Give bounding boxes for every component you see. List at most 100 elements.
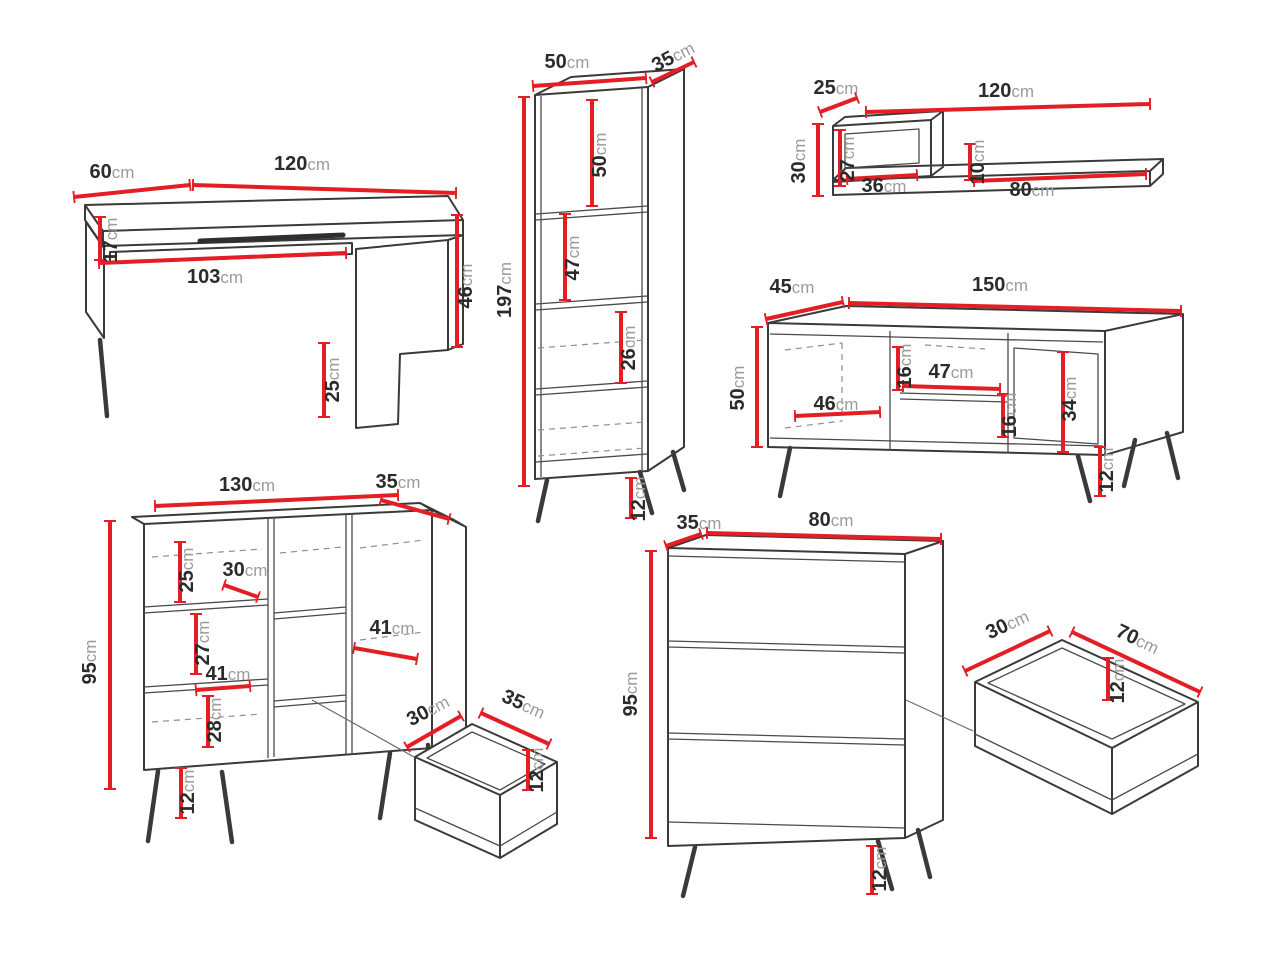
bookcase-hidden-edges xyxy=(537,339,646,457)
wall-height-label: 30cm xyxy=(788,139,810,184)
desk-leg-label: 25cm xyxy=(322,358,344,403)
tv-left-niche-label: 46cm xyxy=(814,393,859,415)
side-height-label: 95cm xyxy=(79,640,101,685)
desk-width-label: 120cm xyxy=(274,153,330,175)
bookcase-middle-label: 47cm xyxy=(562,236,584,281)
dim-line-tv-left-niche xyxy=(793,405,882,423)
dim-line-tv-niche-width xyxy=(901,379,1002,396)
wall-cube-inner-label: 27cm xyxy=(837,137,859,182)
dim-line-wall-cube-width xyxy=(845,168,919,186)
chest-depth-label: 35cm xyxy=(677,512,722,534)
tv-stand-dimensions: 45cm 150cm 50cm 16cm 47cm 46cm 16cm 34cm… xyxy=(727,274,1183,497)
tv-height-label: 50cm xyxy=(727,366,749,411)
wall-shelf-dimensions: 25cm 120cm 30cm 27cm 36cm 10cm 80cm xyxy=(788,77,1152,201)
tv-upper-gap-label: 16cm xyxy=(894,344,916,389)
dim-line-side-door-width xyxy=(221,579,261,603)
side-lower-label: 28cm xyxy=(204,698,226,743)
chest-drawer-height-label: 12cm xyxy=(1107,659,1129,704)
wall-cube-width-label: 36cm xyxy=(862,175,907,197)
sideboard: 130cm 35cm 95cm 25cm 30cm 27cm 41cm 41cm… xyxy=(79,471,558,859)
dim-line-chest-drawer-depth xyxy=(1068,626,1204,698)
side-upper-label: 25cm xyxy=(176,548,198,593)
desk-depth-label: 60cm xyxy=(90,161,135,183)
wall-shelf: 25cm 120cm 30cm 27cm 36cm 10cm 80cm xyxy=(788,77,1164,201)
chest-drawer-detail: 30cm 70cm 12cm xyxy=(961,605,1204,815)
sideboard-drawer-height-label: 12cm xyxy=(526,748,548,793)
bookcase-legs xyxy=(535,449,687,524)
tv-stand-body xyxy=(767,305,1184,456)
chest-width-label: 80cm xyxy=(809,509,854,531)
dim-line-side-width xyxy=(153,488,400,513)
dim-line-desk-depth xyxy=(72,178,192,204)
dim-line-tv-depth xyxy=(763,295,846,326)
dim-line-sideboard-drawer-depth xyxy=(477,707,553,750)
desk-leg xyxy=(97,337,110,419)
tv-lower-gap-label: 16cm xyxy=(999,393,1021,438)
wall-depth-label: 25cm xyxy=(814,77,859,99)
bookcase: 50cm 35cm 50cm 47cm 26cm 197cm 12cm xyxy=(494,38,698,524)
chest-drawer-fronts xyxy=(667,555,906,829)
dim-line-bookcase-width xyxy=(531,71,648,93)
chest-legs xyxy=(680,827,933,899)
chest-dimensions: 35cm 80cm 95cm 12cm xyxy=(620,509,943,895)
tv-depth-label: 45cm xyxy=(770,276,815,298)
chest: 35cm 80cm 95cm 12cm 30cm 70cm 12cm xyxy=(620,509,1204,899)
dim-line-side-niche-right xyxy=(351,641,420,666)
side-middle-label: 27cm xyxy=(192,621,214,666)
tv-leg-label: 12cm xyxy=(1096,448,1118,493)
bookcase-height-label: 197cm xyxy=(494,262,516,318)
dim-line-wall-depth xyxy=(816,92,861,118)
chest-drawer-width-label: 30cm xyxy=(982,605,1032,644)
dim-line-side-depth xyxy=(378,493,452,526)
desk-dimensions: 60cm 120cm 17cm 103cm 46cm 25cm xyxy=(72,153,477,418)
dim-line-chest-depth xyxy=(663,528,704,552)
sideboard-legs xyxy=(145,742,441,845)
sideboard-drawer-depth-label: 35cm xyxy=(498,685,548,723)
dim-line-bookcase-depth xyxy=(648,56,698,88)
sideboard-drawer-leader xyxy=(311,699,415,758)
bookcase-body xyxy=(534,68,685,480)
dim-line-chest-drawer-width xyxy=(961,625,1054,677)
sideboard-body xyxy=(131,502,467,771)
bookcase-leg-label: 12cm xyxy=(628,477,650,522)
side-door-width-label: 30cm xyxy=(223,559,268,581)
dim-line-tv-width xyxy=(847,296,1183,318)
bookcase-upper-label: 50cm xyxy=(589,133,611,178)
side-niche-left-label: 41cm xyxy=(206,663,251,685)
desk-body xyxy=(84,195,464,429)
chest-drawer-leader xyxy=(905,699,974,732)
dim-line-sideboard-drawer-width xyxy=(403,710,465,753)
dim-line-side-niche-left xyxy=(194,679,252,697)
tv-niche-width-label: 47cm xyxy=(929,361,974,383)
sideboard-drawing xyxy=(131,502,467,845)
side-leg-label: 12cm xyxy=(177,770,199,815)
desk-groove xyxy=(197,232,346,244)
tv-width-label: 150cm xyxy=(972,274,1028,296)
bookcase-lower-label: 26cm xyxy=(618,326,640,371)
sideboard-dimensions: 130cm 35cm 95cm 25cm 30cm 27cm 41cm 41cm… xyxy=(79,471,452,819)
bookcase-width-label: 50cm xyxy=(545,51,590,73)
tv-stand: 45cm 150cm 50cm 16cm 47cm 46cm 16cm 34cm… xyxy=(727,274,1184,504)
chest-height-label: 95cm xyxy=(620,672,642,717)
side-depth-label: 35cm xyxy=(376,471,421,493)
side-width-label: 130cm xyxy=(219,474,275,496)
desk-drawing xyxy=(84,195,464,429)
dim-line-wall-width xyxy=(864,97,1152,119)
dim-line-wall-span xyxy=(972,167,1148,188)
side-niche-right-label: 41cm xyxy=(370,617,415,639)
wall-width-label: 120cm xyxy=(978,80,1034,102)
desk-inner-width-label: 103cm xyxy=(187,266,243,288)
desk: 60cm 120cm 17cm 103cm 46cm 25cm xyxy=(72,153,477,429)
sideboard-hidden-edges xyxy=(151,539,425,723)
bookcase-dimensions: 50cm 35cm 50cm 47cm 26cm 197cm 12cm xyxy=(494,38,698,522)
bookcase-shelves xyxy=(535,88,648,477)
chest-drawing xyxy=(667,534,974,899)
tv-door-height-label: 34cm xyxy=(1059,377,1081,422)
chest-body xyxy=(667,534,944,847)
wall-span-label: 80cm xyxy=(1010,179,1055,201)
sideboard-drawer-detail: 30cm 35cm 12cm xyxy=(403,685,558,859)
chest-leg-label: 12cm xyxy=(869,847,891,892)
desk-top-inset-label: 17cm xyxy=(100,218,122,263)
